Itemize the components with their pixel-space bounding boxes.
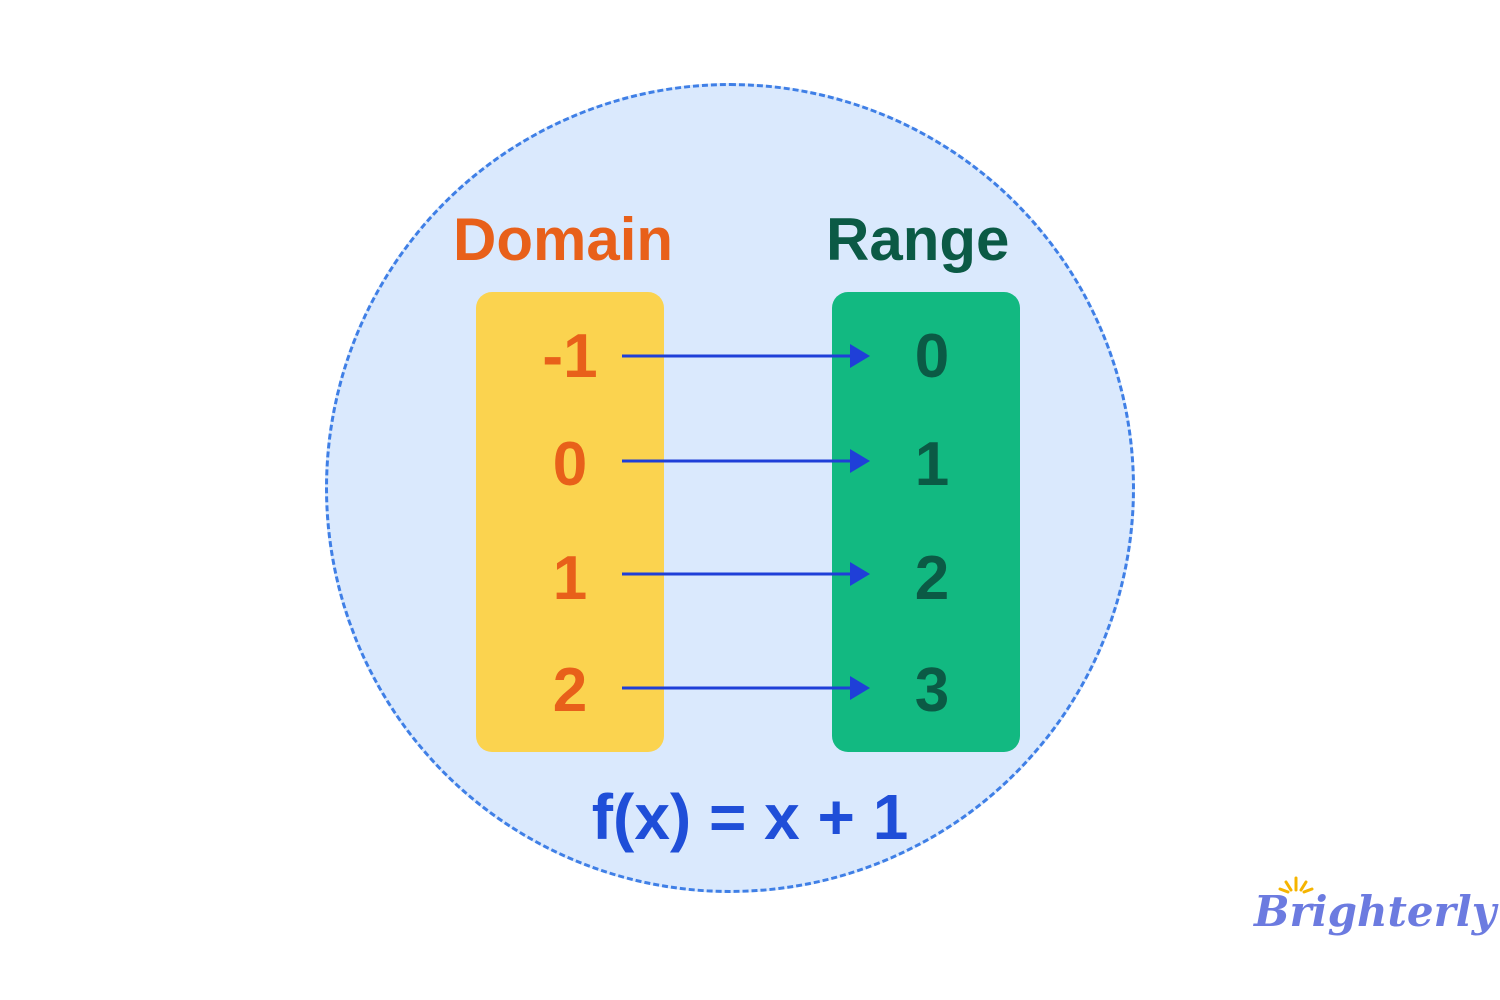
arrow [622,562,870,586]
sun-icon [1278,876,1314,894]
range-box [832,292,1020,752]
domain-value: 1 [552,544,588,613]
domain-heading: Domain [453,206,674,273]
range-heading: Range [826,206,1010,273]
function-formula: f(x) = x + 1 [591,781,909,853]
range-value: 3 [914,656,950,725]
domain-box [476,292,664,752]
domain-value: 0 [552,430,588,499]
arrow [622,344,870,368]
range-value: 0 [914,322,950,391]
arrow [622,449,870,473]
domain-value: -1 [542,322,598,391]
arrow [622,676,870,700]
range-value: 2 [914,544,950,613]
brand-logo: Brighterly [1250,870,1496,950]
domain-value: 2 [552,656,588,725]
brand-name: Brighterly [1254,887,1497,936]
range-value: 1 [914,430,950,499]
